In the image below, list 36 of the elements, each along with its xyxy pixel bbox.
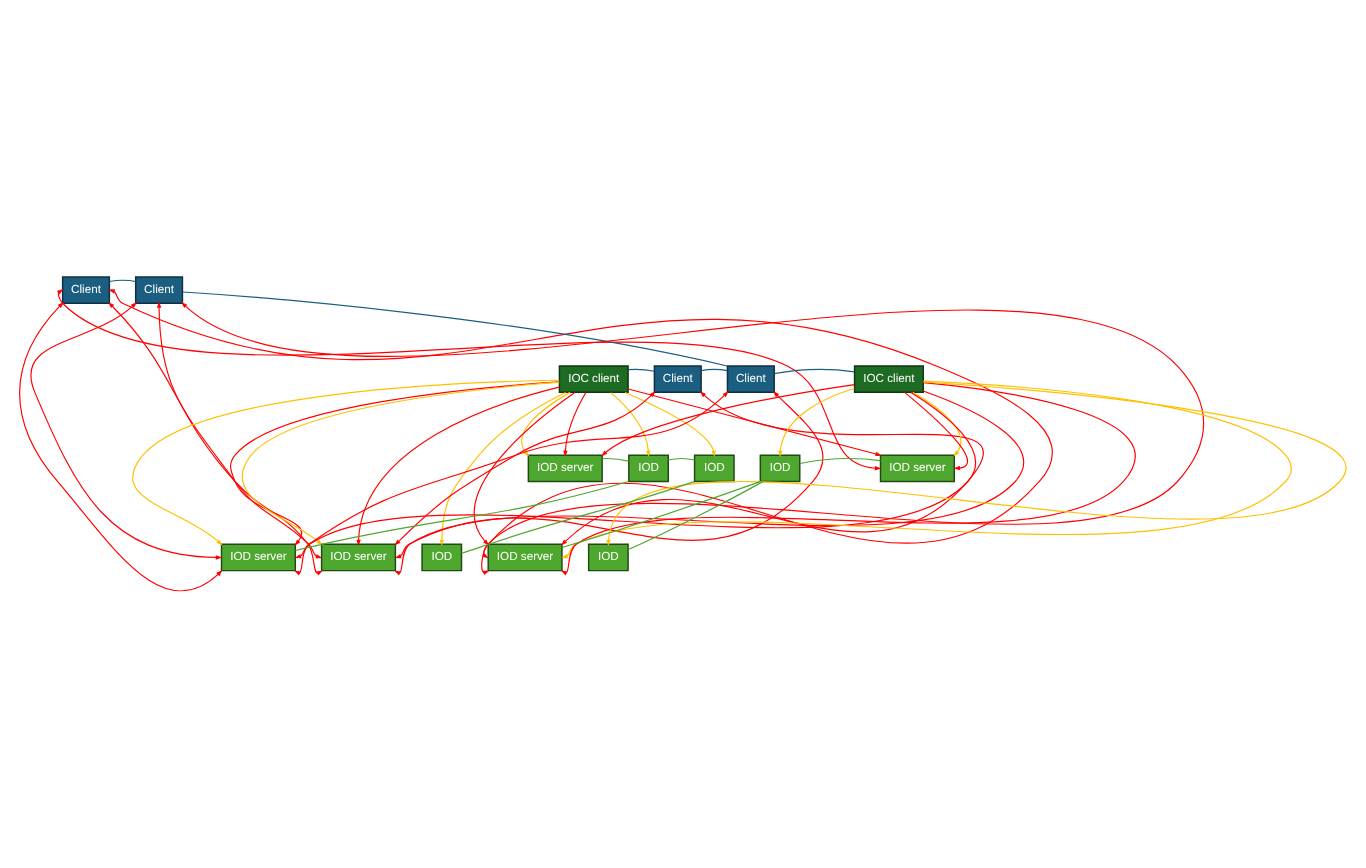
- arrow: [561, 391, 984, 546]
- arrow: [394, 391, 656, 546]
- connector: [627, 368, 655, 372]
- connector: [700, 368, 728, 372]
- arrow: [19, 301, 223, 592]
- arrow: [294, 391, 729, 559]
- arrow: [30, 302, 223, 560]
- connector: [108, 279, 137, 283]
- connector: [773, 368, 855, 375]
- arrow: [439, 391, 567, 547]
- arrow: [606, 381, 1347, 547]
- arrow: [132, 379, 560, 546]
- connector: [627, 481, 764, 551]
- connector: [561, 481, 761, 549]
- arrow: [181, 302, 1205, 559]
- connector: [799, 457, 882, 465]
- arrow: [624, 391, 716, 457]
- connector: [667, 457, 696, 461]
- arrow: [356, 386, 560, 547]
- arrow: [473, 391, 576, 546]
- arrow: [610, 392, 651, 457]
- arrow: [394, 391, 824, 559]
- connector: [601, 457, 630, 462]
- arrow: [561, 380, 1292, 559]
- arrow: [904, 391, 968, 471]
- arrow: [563, 391, 587, 457]
- arrow: [156, 301, 323, 559]
- arrow: [627, 388, 882, 457]
- connector: [461, 481, 695, 554]
- arrow: [912, 391, 962, 457]
- connector: [294, 480, 630, 552]
- arrow: [56, 289, 882, 471]
- arrow: [601, 384, 855, 457]
- connector: [182, 291, 728, 367]
- arrow: [778, 387, 856, 457]
- arrow: [521, 391, 571, 457]
